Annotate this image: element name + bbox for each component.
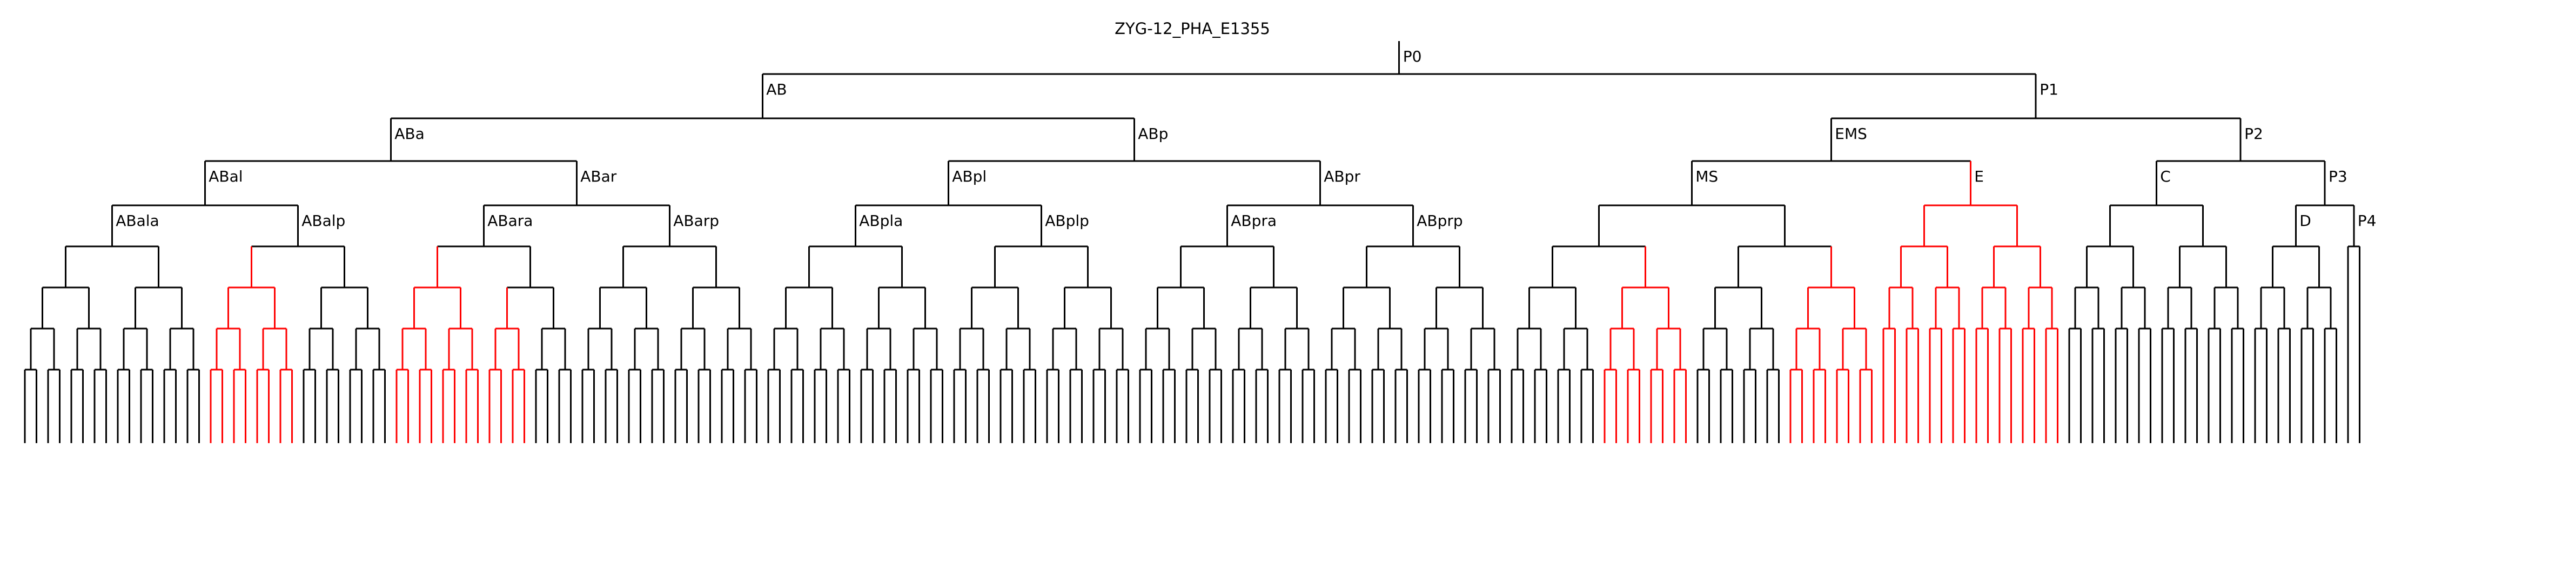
node-label-ABalp: ABalp xyxy=(301,212,345,230)
node-label-ABp: ABp xyxy=(1138,125,1168,143)
node-label-ABa: ABa xyxy=(394,125,425,143)
figure-title: ZYG-12_PHA_E1355 xyxy=(1115,19,1270,38)
node-label-ABar: ABar xyxy=(580,168,617,185)
node-label-ABpr: ABpr xyxy=(1324,168,1360,185)
node-label-P4: P4 xyxy=(2358,212,2377,230)
node-label-ABpra: ABpra xyxy=(1231,212,1277,230)
node-label-P0: P0 xyxy=(1403,48,1422,65)
node-label-P3: P3 xyxy=(2329,168,2347,185)
node-label-ABpl: ABpl xyxy=(952,168,987,185)
node-label-ABplp: ABplp xyxy=(1045,212,1089,230)
node-label-D: D xyxy=(2299,212,2311,230)
node-label-EMS: EMS xyxy=(1835,125,1867,143)
node-label-ABal: ABal xyxy=(209,168,243,185)
lineage-branches-red xyxy=(210,161,2058,443)
node-label-E: E xyxy=(1974,168,1984,185)
node-label-C: C xyxy=(2160,168,2171,185)
node-label-P1: P1 xyxy=(2040,81,2058,98)
node-label-ABala: ABala xyxy=(116,212,159,230)
node-label-P2: P2 xyxy=(2244,125,2263,143)
node-label-ABarp: ABarp xyxy=(673,212,719,230)
node-label-ABara: ABara xyxy=(487,212,533,230)
node-label-ABprp: ABprp xyxy=(1417,212,1463,230)
node-label-ABpla: ABpla xyxy=(859,212,903,230)
node-label-MS: MS xyxy=(1695,168,1718,185)
node-label-AB: AB xyxy=(766,81,787,98)
lineage-branches-black xyxy=(24,41,2360,443)
